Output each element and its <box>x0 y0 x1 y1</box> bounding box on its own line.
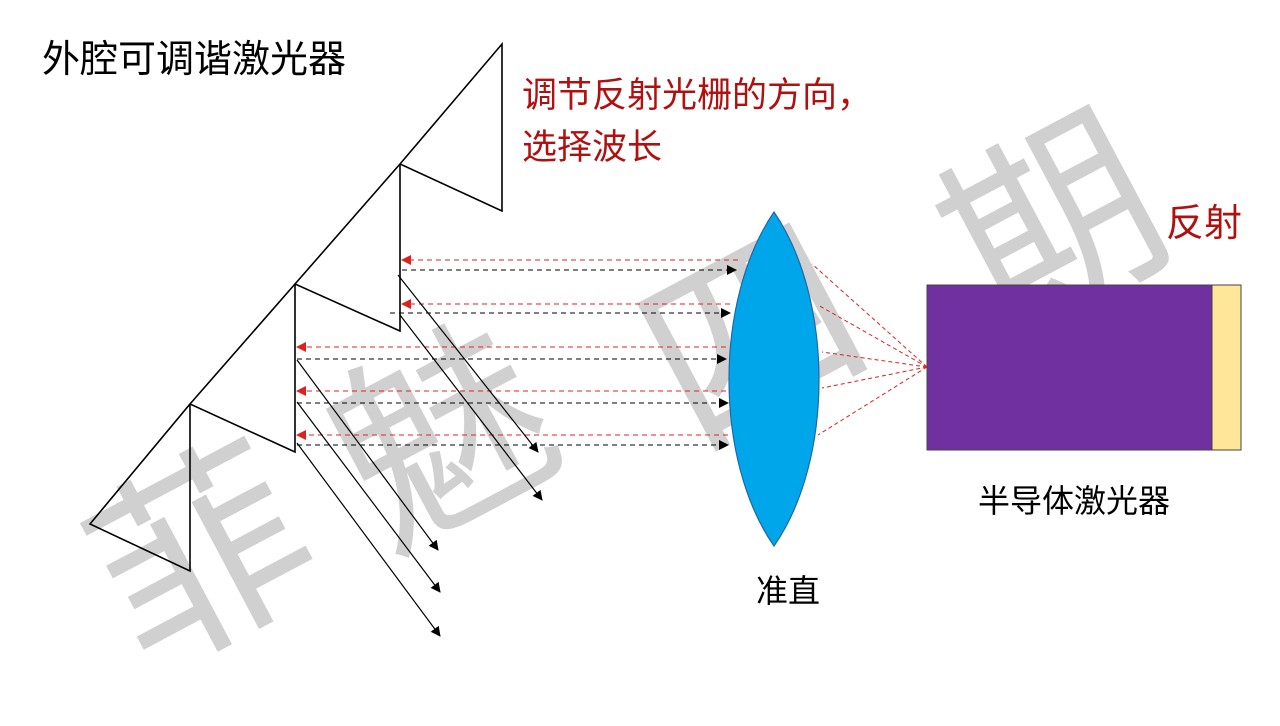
grating-adjust-note: 调节反射光栅的方向， 选择波长 <box>522 70 962 174</box>
note-line-1: 调节反射光栅的方向， <box>522 76 873 116</box>
lens-label: 准直 <box>756 572 821 610</box>
reflection-grating <box>88 41 503 573</box>
semiconductor-laser-body <box>926 284 1213 451</box>
laser-output-facet <box>1211 284 1242 451</box>
divergent-red-rays <box>811 263 928 436</box>
reflect-label: 反射 <box>1166 201 1243 245</box>
laser-label: 半导体激光器 <box>978 482 1171 520</box>
black-output-rays <box>297 265 737 450</box>
note-line-2: 选择波长 <box>522 128 663 168</box>
red-feedback-rays <box>296 255 738 440</box>
diffracted-output-rays <box>296 274 543 637</box>
page-title: 外腔可调谐激光器 <box>42 37 347 81</box>
collimating-lens <box>728 210 820 548</box>
